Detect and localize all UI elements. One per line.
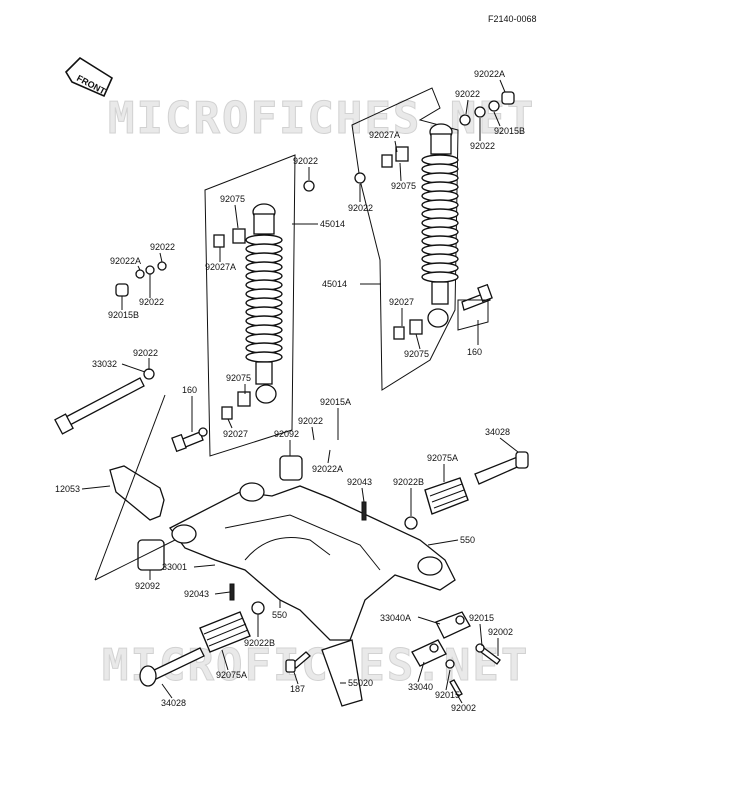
callout-label: 92043 [184, 589, 209, 599]
callout-label: 187 [290, 684, 305, 694]
callout-label: 550 [272, 610, 287, 620]
callout-label: 34028 [161, 698, 186, 708]
callout-label: 92092 [135, 581, 160, 591]
spring-coil [421, 271, 459, 283]
right-shock-panel [351, 87, 459, 391]
watermark-bottom: MICROFICHES.NET [102, 640, 529, 691]
callout-label: 92027A [369, 130, 400, 140]
diagram-ref-number: F2140-0068 [488, 14, 537, 24]
callout-label: 33040 [408, 682, 433, 692]
watermark-top: MICROFICHES.NET [108, 93, 535, 144]
callout-label: 92022B [393, 477, 424, 487]
callout-label: 92022 [348, 203, 373, 213]
callout-label: 34028 [485, 427, 510, 437]
callout-label: 160 [467, 347, 482, 357]
pin-92043-upper [361, 501, 367, 521]
front-arrow-icon: FRONT [64, 56, 114, 98]
bolt-92002-upper [475, 643, 501, 665]
callout-label: 92027A [205, 262, 236, 272]
callout-label: 12053 [55, 484, 80, 494]
callout-label: 92015 [469, 613, 494, 623]
pin-92043-lower [229, 583, 235, 601]
callout-labels: 92022A 92022 92022 92015B 92027A 92075 9… [55, 69, 525, 713]
callout-label: 92092 [274, 429, 299, 439]
callout-label: 45014 [320, 219, 345, 229]
axle-34028-upper [474, 451, 529, 485]
callout-label: 92075 [404, 349, 429, 359]
right-shock-absorber [381, 123, 459, 340]
callout-label: 33001 [162, 562, 187, 572]
callout-label: 92022 [293, 156, 318, 166]
bolt-160-right [457, 283, 493, 331]
callout-label: 92015B [108, 310, 139, 320]
callout-label: 92022B [244, 638, 275, 648]
callout-label: 92022 [139, 297, 164, 307]
callout-label: 92022 [470, 141, 495, 151]
callout-label: 33032 [92, 359, 117, 369]
spring-coil [245, 351, 283, 363]
chain-adjuster-33040 [411, 639, 447, 667]
bolt-160-left [171, 427, 208, 453]
callout-label: 550 [460, 535, 475, 545]
callout-label: 92022A [312, 464, 343, 474]
bushing-92075a-upper [404, 477, 469, 530]
left-shock-absorber [213, 203, 283, 420]
callout-label: 33040A [380, 613, 411, 623]
callout-label: 92075 [220, 194, 245, 204]
callout-label: 92022 [133, 348, 158, 358]
long-bolt-33032 [54, 368, 155, 435]
callout-label: 92075 [226, 373, 251, 383]
callout-label: 92022 [150, 242, 175, 252]
callout-label: 55020 [348, 678, 373, 688]
bracket-55020 [321, 639, 363, 707]
callout-label: 92022A [110, 256, 141, 266]
callout-label: 92043 [347, 477, 372, 487]
left-shock-panel [204, 154, 296, 457]
callout-label: 45014 [322, 279, 347, 289]
callout-label: 92015 [435, 690, 460, 700]
callout-label: 92022 [455, 89, 480, 99]
bolt-187 [285, 651, 311, 673]
callout-label: 92027 [223, 429, 248, 439]
swingarm-33001 [169, 455, 456, 641]
callout-label: 92015A [320, 397, 351, 407]
callout-label: 92075A [427, 453, 458, 463]
left-top-hardware [115, 91, 515, 297]
callout-label: 92075 [391, 181, 416, 191]
axle-34028-lower [139, 647, 205, 687]
callout-label: 92022A [474, 69, 505, 79]
callout-label: 92002 [451, 703, 476, 713]
callout-label: 92075A [216, 670, 247, 680]
callout-label: 160 [182, 385, 197, 395]
chain-adjuster-33040a [435, 611, 471, 639]
chain-guide-12053 [94, 394, 176, 581]
callout-label: 92027 [389, 297, 414, 307]
callout-label: 92015B [494, 126, 525, 136]
leader-lines [81, 79, 519, 704]
callout-label: 92022 [298, 416, 323, 426]
callout-label: 92002 [488, 627, 513, 637]
